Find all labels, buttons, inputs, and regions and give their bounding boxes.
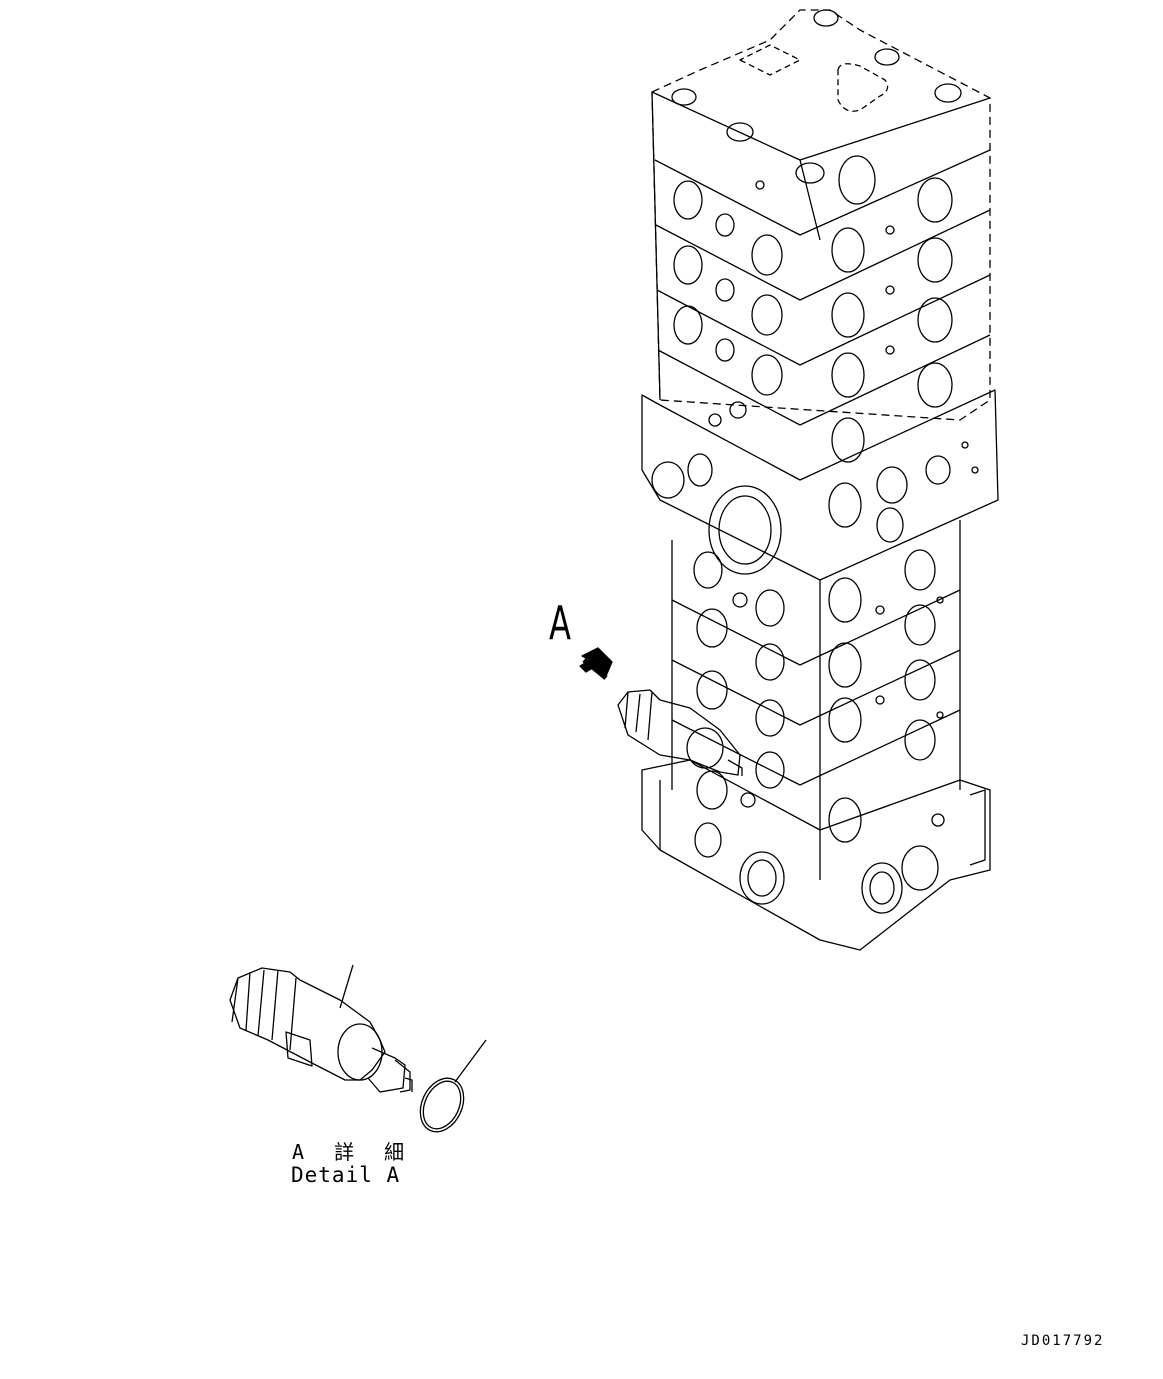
upper-valve-sections — [654, 149, 991, 463]
drawing-id: JD017792 — [1021, 1333, 1105, 1349]
installed-relief-valve — [617, 689, 743, 776]
control-valve-assembly — [617, 9, 999, 951]
lower-valve-sections — [671, 482, 961, 880]
callout-label-a: A — [549, 596, 572, 650]
middle-plate — [641, 389, 999, 581]
detail-label-en: Detail A — [291, 1163, 401, 1187]
detail-label-jp: A 詳 細 — [292, 1140, 414, 1164]
detail-relief-valve — [229, 964, 413, 1093]
base-block — [641, 759, 991, 951]
detail-o-ring — [419, 1039, 487, 1133]
